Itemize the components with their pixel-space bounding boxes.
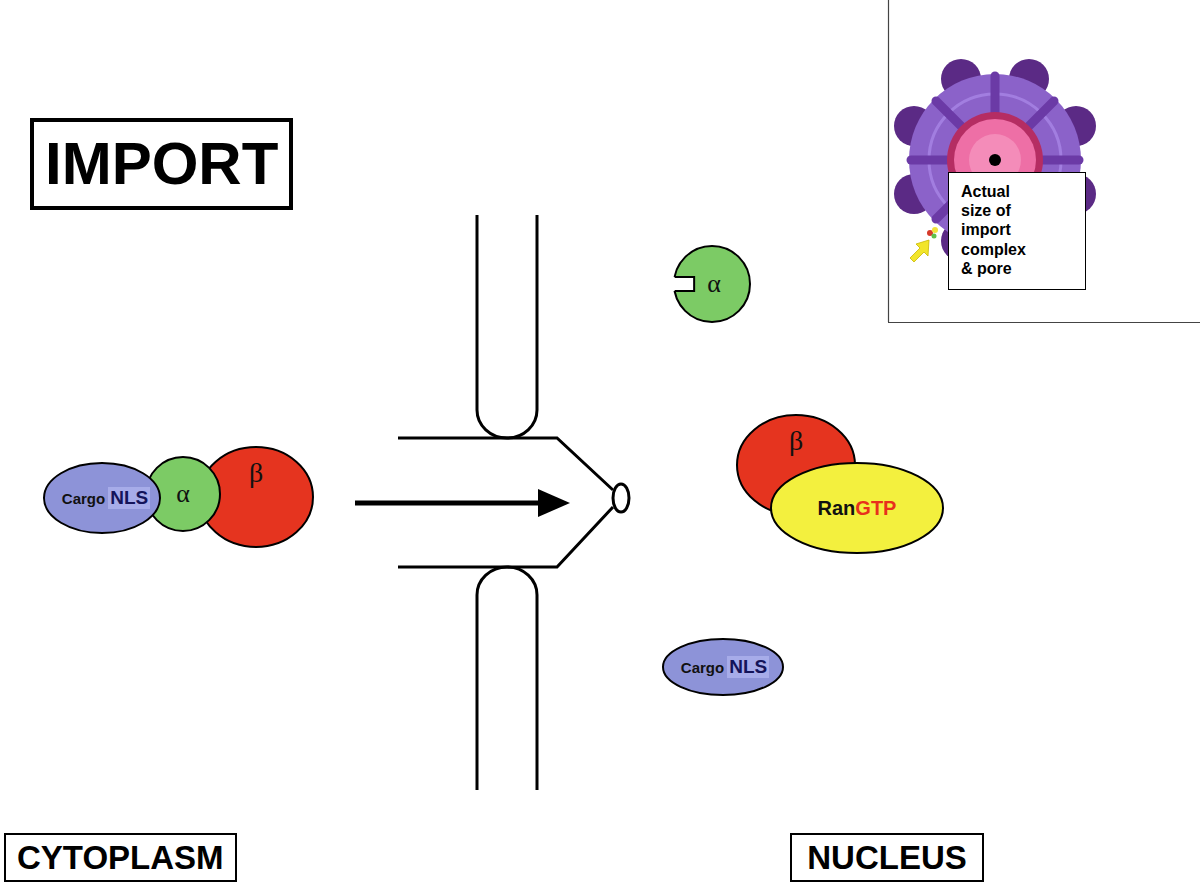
complex-dot <box>932 234 937 239</box>
text-group: NUCLEUS <box>807 841 967 874</box>
pore-basket <box>613 484 629 512</box>
text-group: β <box>249 458 263 489</box>
node-outline <box>663 639 783 695</box>
node-outline <box>771 463 943 553</box>
nls-label: NLS <box>108 487 150 509</box>
pore-spoke <box>1043 156 1079 165</box>
import-arrow <box>355 489 570 517</box>
inset-frame <box>888 0 1200 323</box>
pore-spoke <box>911 156 947 165</box>
inset-caption: Actual size of import complex & pore <box>961 182 1033 278</box>
frame-line <box>888 0 889 322</box>
cargo-protein: CargoNLS <box>42 461 162 535</box>
pore-wall-upper <box>398 438 613 490</box>
compartment-label: NUCLEUS <box>790 833 984 882</box>
alpha-symbol: α <box>176 480 190 509</box>
node-outline <box>146 457 220 531</box>
binding-notch <box>671 277 694 291</box>
importin-alpha: α <box>144 455 222 533</box>
gtp-label: GTP <box>855 497 896 520</box>
compartment-label: CYTOPLASM <box>4 833 237 882</box>
binding-notch-outline <box>675 277 694 291</box>
arrow-shaft <box>355 501 542 506</box>
frame-line <box>888 322 1200 323</box>
text-group: α <box>707 270 721 299</box>
channel-hole <box>989 154 1001 166</box>
membrane-lower <box>477 567 537 790</box>
ran-gtp: RanGTP <box>769 461 945 555</box>
diagram-title: IMPORT <box>30 118 293 210</box>
text-group: CYTOPLASM <box>17 841 224 874</box>
text-group: RanGTP <box>818 497 897 520</box>
nls-label: NLS <box>727 656 769 678</box>
cargo-protein: CargoNLS <box>661 637 785 697</box>
pointer-arrow <box>910 240 929 262</box>
compartment-name: CYTOPLASM <box>17 841 224 874</box>
alpha-symbol: α <box>707 270 721 299</box>
arrow-head <box>538 489 570 517</box>
text-group: β <box>789 426 803 457</box>
import-complex-scale <box>927 227 938 239</box>
importin-alpha: α <box>672 244 752 324</box>
importin-beta: β <box>197 445 315 549</box>
pore-wall-lower <box>398 507 613 567</box>
text-group: α <box>176 480 190 509</box>
text-group: Actual size of import complex & pore <box>961 182 1033 278</box>
membrane-upper <box>477 215 537 438</box>
text-group: CargoNLS <box>681 656 769 678</box>
compartment-name: NUCLEUS <box>807 841 967 874</box>
cargo-label: Cargo <box>62 490 105 507</box>
text-group: CargoNLS <box>62 487 150 509</box>
beta-symbol: β <box>789 426 803 457</box>
beta-symbol: β <box>249 458 263 489</box>
complex-dot <box>932 227 938 233</box>
node-outline <box>44 463 160 533</box>
inset-label-box: Actual size of import complex & pore <box>948 172 1086 290</box>
pore-spoke <box>991 76 1000 112</box>
ran-label: Ran <box>818 497 856 520</box>
cargo-label: Cargo <box>681 659 724 676</box>
pore-spoke <box>1029 101 1054 126</box>
node-outline <box>199 447 313 547</box>
pore-spoke <box>936 101 961 126</box>
